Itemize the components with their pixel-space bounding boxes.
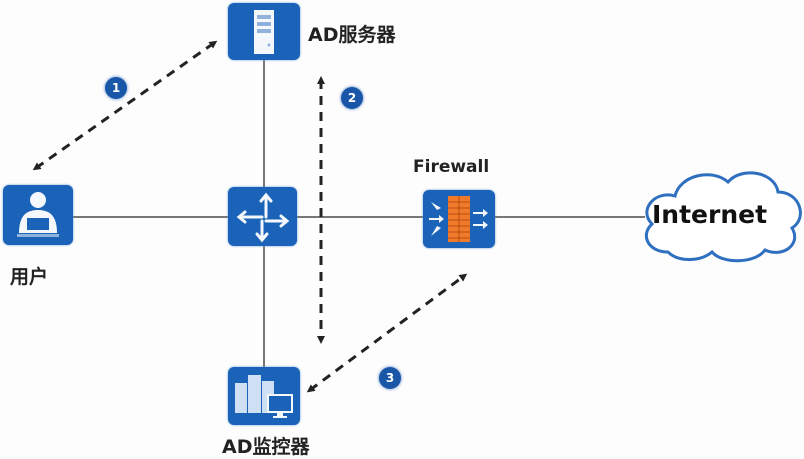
ad-monitor-node[interactable] bbox=[228, 367, 300, 425]
flow-1-arrow bbox=[32, 40, 218, 171]
user-node[interactable] bbox=[3, 185, 73, 245]
router-node[interactable] bbox=[228, 187, 297, 246]
step-badge-1: 1 bbox=[105, 77, 127, 99]
internet-cloud-icon bbox=[645, 171, 802, 263]
step-badge-2: 2 bbox=[341, 87, 363, 109]
router-icon bbox=[236, 192, 290, 243]
user-label: 用户 bbox=[10, 266, 49, 288]
ad-monitor-label: AD监控器 bbox=[222, 436, 310, 458]
firewall-icon bbox=[429, 196, 488, 242]
firewall-node[interactable] bbox=[423, 190, 495, 248]
step-badge-3: 3 bbox=[379, 367, 401, 389]
server-icon bbox=[254, 10, 274, 54]
user-pc-icon bbox=[17, 192, 59, 237]
ad-server-node[interactable] bbox=[228, 3, 300, 60]
ad-server-label: AD服务器 bbox=[308, 24, 396, 46]
internet-label: Internet bbox=[652, 200, 768, 229]
monitor-server-icon bbox=[235, 375, 293, 418]
firewall-label: Firewall bbox=[413, 157, 490, 177]
